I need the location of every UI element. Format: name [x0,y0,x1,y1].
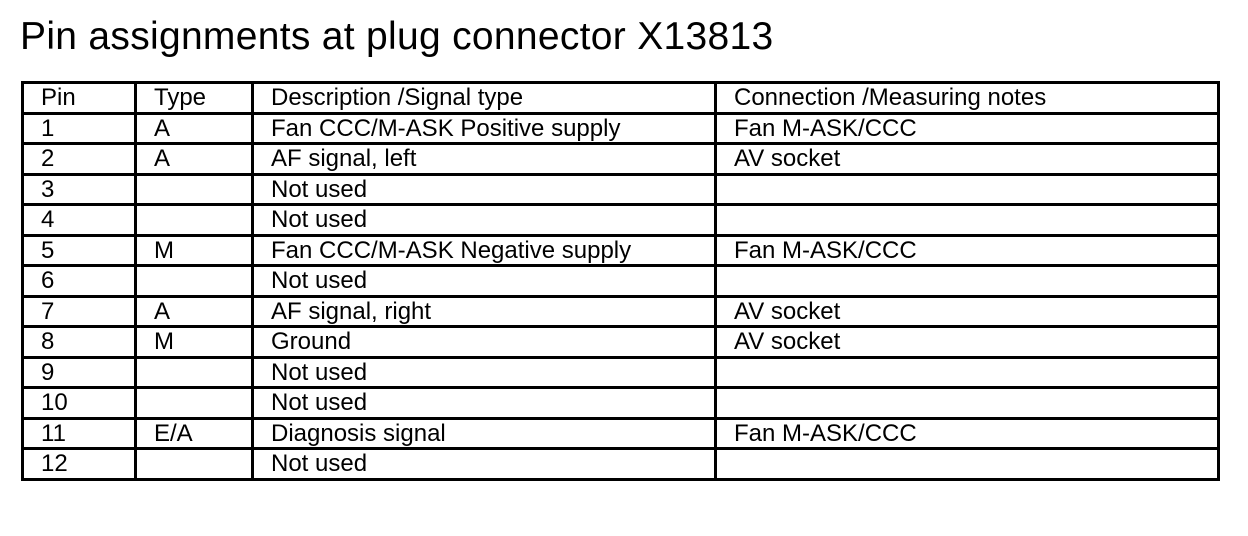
cell-description: Fan CCC/M-ASK Negative supply [251,233,717,267]
table-row: 9 Not used [21,355,1220,389]
cell-connection [714,264,1220,298]
cell-description: Diagnosis signal [251,416,717,450]
cell-type: M [134,325,254,359]
cell-description: Not used [251,355,717,389]
cell-type [134,172,254,206]
cell-pin: 5 [21,233,137,267]
cell-description: Not used [251,386,717,420]
pin-assignment-table: Pin Type Description /Signal type Connec… [21,81,1220,481]
cell-connection: AV socket [714,294,1220,328]
cell-description: AF signal, right [251,294,717,328]
cell-description: Ground [251,325,717,359]
cell-description: Not used [251,447,717,481]
cell-connection [714,447,1220,481]
cell-pin: 1 [21,111,137,145]
cell-type [134,447,254,481]
table-row: 5 M Fan CCC/M-ASK Negative supply Fan M-… [21,233,1220,267]
cell-pin: 9 [21,355,137,389]
cell-type: M [134,233,254,267]
cell-type: A [134,142,254,176]
cell-type [134,264,254,298]
table-row: 6 Not used [21,264,1220,298]
cell-pin: 3 [21,172,137,206]
cell-connection [714,203,1220,237]
cell-pin: 11 [21,416,137,450]
table-row: 1 A Fan CCC/M-ASK Positive supply Fan M-… [21,111,1220,145]
page-title: Pin assignments at plug connector X13813 [20,15,774,58]
cell-description: Not used [251,264,717,298]
table-row: 8 M Ground AV socket [21,325,1220,359]
cell-connection: Fan M-ASK/CCC [714,111,1220,145]
column-header-type: Type [134,81,254,115]
cell-connection: Fan M-ASK/CCC [714,416,1220,450]
column-header-pin: Pin [21,81,137,115]
cell-type: A [134,294,254,328]
column-header-connection: Connection /Measuring notes [714,81,1220,115]
cell-type: E/A [134,416,254,450]
cell-connection [714,172,1220,206]
cell-pin: 8 [21,325,137,359]
cell-pin: 10 [21,386,137,420]
table-row: 12 Not used [21,447,1220,481]
cell-description: AF signal, left [251,142,717,176]
cell-connection [714,386,1220,420]
cell-type [134,355,254,389]
cell-connection: Fan M-ASK/CCC [714,233,1220,267]
cell-pin: 7 [21,294,137,328]
table-row: 3 Not used [21,172,1220,206]
cell-pin: 2 [21,142,137,176]
cell-pin: 12 [21,447,137,481]
table-row: 11 E/A Diagnosis signal Fan M-ASK/CCC [21,416,1220,450]
table-header-row: Pin Type Description /Signal type Connec… [21,81,1220,115]
cell-type [134,203,254,237]
cell-connection: AV socket [714,142,1220,176]
cell-description: Fan CCC/M-ASK Positive supply [251,111,717,145]
column-header-description: Description /Signal type [251,81,717,115]
cell-pin: 4 [21,203,137,237]
cell-connection [714,355,1220,389]
cell-type: A [134,111,254,145]
table-row: 7 A AF signal, right AV socket [21,294,1220,328]
table-row: 10 Not used [21,386,1220,420]
cell-description: Not used [251,172,717,206]
cell-connection: AV socket [714,325,1220,359]
cell-description: Not used [251,203,717,237]
table-row: 4 Not used [21,203,1220,237]
table-row: 2 A AF signal, left AV socket [21,142,1220,176]
cell-pin: 6 [21,264,137,298]
cell-type [134,386,254,420]
